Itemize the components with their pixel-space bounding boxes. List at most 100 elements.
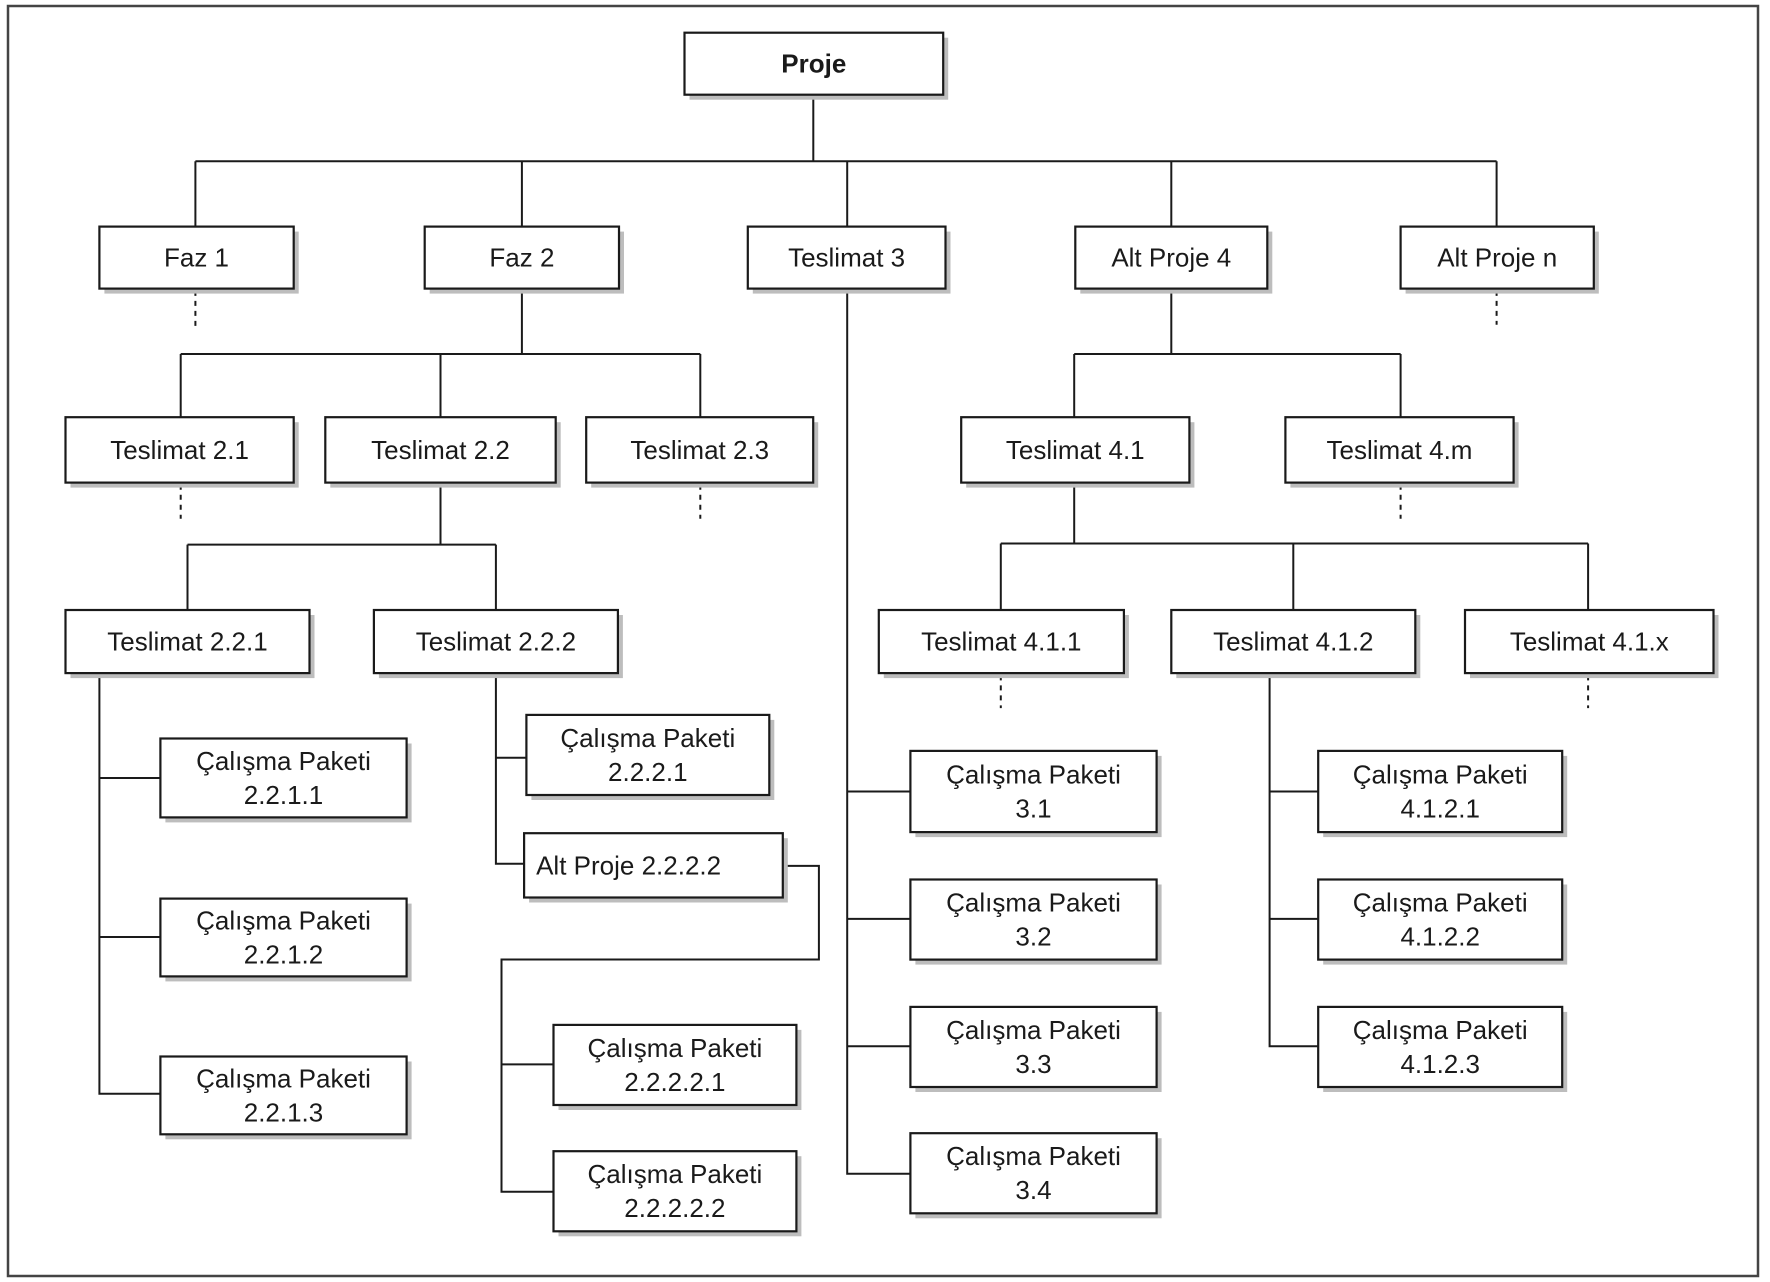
connector-line <box>500 864 820 1193</box>
node-box <box>552 1150 798 1233</box>
node-faz1: Faz 1 <box>98 225 299 294</box>
node-label: 2.2.1.3 <box>244 1097 324 1127</box>
node-box <box>1317 1005 1564 1089</box>
node-label: Çalışma Paketi <box>587 1159 762 1189</box>
node-label: 2.2.2.2.1 <box>624 1067 725 1097</box>
node-label: Çalışma Paketi <box>587 1033 762 1063</box>
node-label: Proje <box>781 49 846 79</box>
node-box <box>522 832 784 899</box>
node-box <box>746 225 947 290</box>
node-box <box>525 713 771 797</box>
node-box <box>960 416 1191 484</box>
connectors <box>98 94 1590 1193</box>
node-label: Teslimat 2.2.1 <box>107 627 267 657</box>
node-box <box>909 749 1158 834</box>
node-label: Teslimat 2.2.2 <box>416 627 576 657</box>
node-label: Teslimat 3 <box>788 243 905 273</box>
node-t411: Teslimat 4.1.1 <box>877 608 1129 679</box>
node-label: 4.1.2.1 <box>1400 794 1480 824</box>
node-altproje4: Alt Proje 4 <box>1074 225 1273 294</box>
node-label: 2.2.2.1 <box>608 757 688 787</box>
node-t222: Teslimat 2.2.2 <box>372 608 623 679</box>
connector-line <box>846 288 911 1175</box>
node-box <box>98 225 295 290</box>
connector-line <box>494 673 525 865</box>
node-label: Teslimat 2.1 <box>110 435 249 465</box>
node-label: Teslimat 2.3 <box>630 435 769 465</box>
node-box <box>1317 878 1564 961</box>
node-cp4121: Çalışma Paketi 4.1.2.1 <box>1317 749 1568 838</box>
node-cp2221: Çalışma Paketi 2.2.2.1 <box>525 713 775 800</box>
node-label: Çalışma Paketi <box>1353 760 1528 790</box>
node-box <box>159 897 408 978</box>
node-cp2212: Çalışma Paketi 2.2.1.2 <box>159 897 412 982</box>
node-box <box>1399 225 1595 290</box>
node-cp32: Çalışma Paketi 3.2 <box>909 878 1162 965</box>
node-label: Teslimat 4.m <box>1327 435 1473 465</box>
connector-line <box>1268 673 1319 1048</box>
node-label: 2.2.1.1 <box>244 780 324 810</box>
node-cp22221: Çalışma Paketi 2.2.2.2.1 <box>552 1023 802 1110</box>
node-label: Çalışma Paketi <box>196 1063 371 1093</box>
node-box <box>1284 416 1515 484</box>
node-t221: Teslimat 2.2.1 <box>64 608 315 679</box>
node-label: Çalışma Paketi <box>946 1141 1121 1171</box>
node-label: Çalışma Paketi <box>946 1015 1121 1045</box>
node-cp4122: Çalışma Paketi 4.1.2.2 <box>1317 878 1568 965</box>
node-label: Faz 2 <box>489 243 554 273</box>
node-teslimat3: Teslimat 3 <box>746 225 951 294</box>
node-box <box>64 416 295 484</box>
node-label: Çalışma Paketi <box>560 723 735 753</box>
node-box <box>552 1023 798 1107</box>
node-box <box>909 1005 1158 1089</box>
node-ap2222: Alt Proje 2.2.2.2 <box>522 832 788 903</box>
node-label: Çalışma Paketi <box>946 888 1121 918</box>
node-label: Alt Proje n <box>1437 243 1557 273</box>
node-label: Çalışma Paketi <box>946 760 1121 790</box>
node-label: 4.1.2.2 <box>1400 922 1480 952</box>
node-label: 3.4 <box>1015 1175 1051 1205</box>
node-box <box>909 878 1158 961</box>
node-box <box>372 608 619 675</box>
node-label: Teslimat 4.1.2 <box>1213 627 1373 657</box>
node-faz2: Faz 2 <box>423 225 624 294</box>
node-t22: Teslimat 2.2 <box>324 416 561 488</box>
node-t41x: Teslimat 4.1.x <box>1463 608 1719 679</box>
node-box <box>64 608 311 675</box>
node-label: 2.2.1.2 <box>244 940 324 970</box>
node-box <box>1170 608 1417 675</box>
node-t21: Teslimat 2.1 <box>64 416 299 488</box>
node-box <box>159 1055 408 1136</box>
node-label: Teslimat 4.1 <box>1006 435 1145 465</box>
node-box <box>1317 749 1564 834</box>
node-label: 4.1.2.3 <box>1400 1049 1480 1079</box>
node-label: Çalışma Paketi <box>196 906 371 936</box>
node-label: Alt Proje 4 <box>1111 243 1231 273</box>
node-box <box>159 737 408 819</box>
node-proje: Proje <box>683 31 949 100</box>
node-label: Çalışma Paketi <box>1353 888 1528 918</box>
node-box <box>877 608 1125 675</box>
node-t23: Teslimat 2.3 <box>585 416 819 488</box>
node-label: Teslimat 2.2 <box>371 435 510 465</box>
node-label: Faz 1 <box>164 243 229 273</box>
connector-line <box>98 673 161 1095</box>
node-label: 3.1 <box>1015 794 1051 824</box>
node-cp34: Çalışma Paketi 3.4 <box>909 1132 1162 1219</box>
node-t412: Teslimat 4.1.2 <box>1170 608 1421 679</box>
node-label: 3.2 <box>1015 922 1051 952</box>
node-cp4123: Çalışma Paketi 4.1.2.3 <box>1317 1005 1568 1092</box>
node-box <box>585 416 815 484</box>
node-label: Teslimat 4.1.1 <box>921 627 1081 657</box>
node-cp31: Çalışma Paketi 3.1 <box>909 749 1162 838</box>
node-label: Alt Proje 2.2.2.2 <box>536 850 721 880</box>
diagram-frame <box>6 4 1760 1278</box>
node-label: Çalışma Paketi <box>1353 1015 1528 1045</box>
node-box <box>324 416 557 484</box>
node-box <box>683 31 945 96</box>
